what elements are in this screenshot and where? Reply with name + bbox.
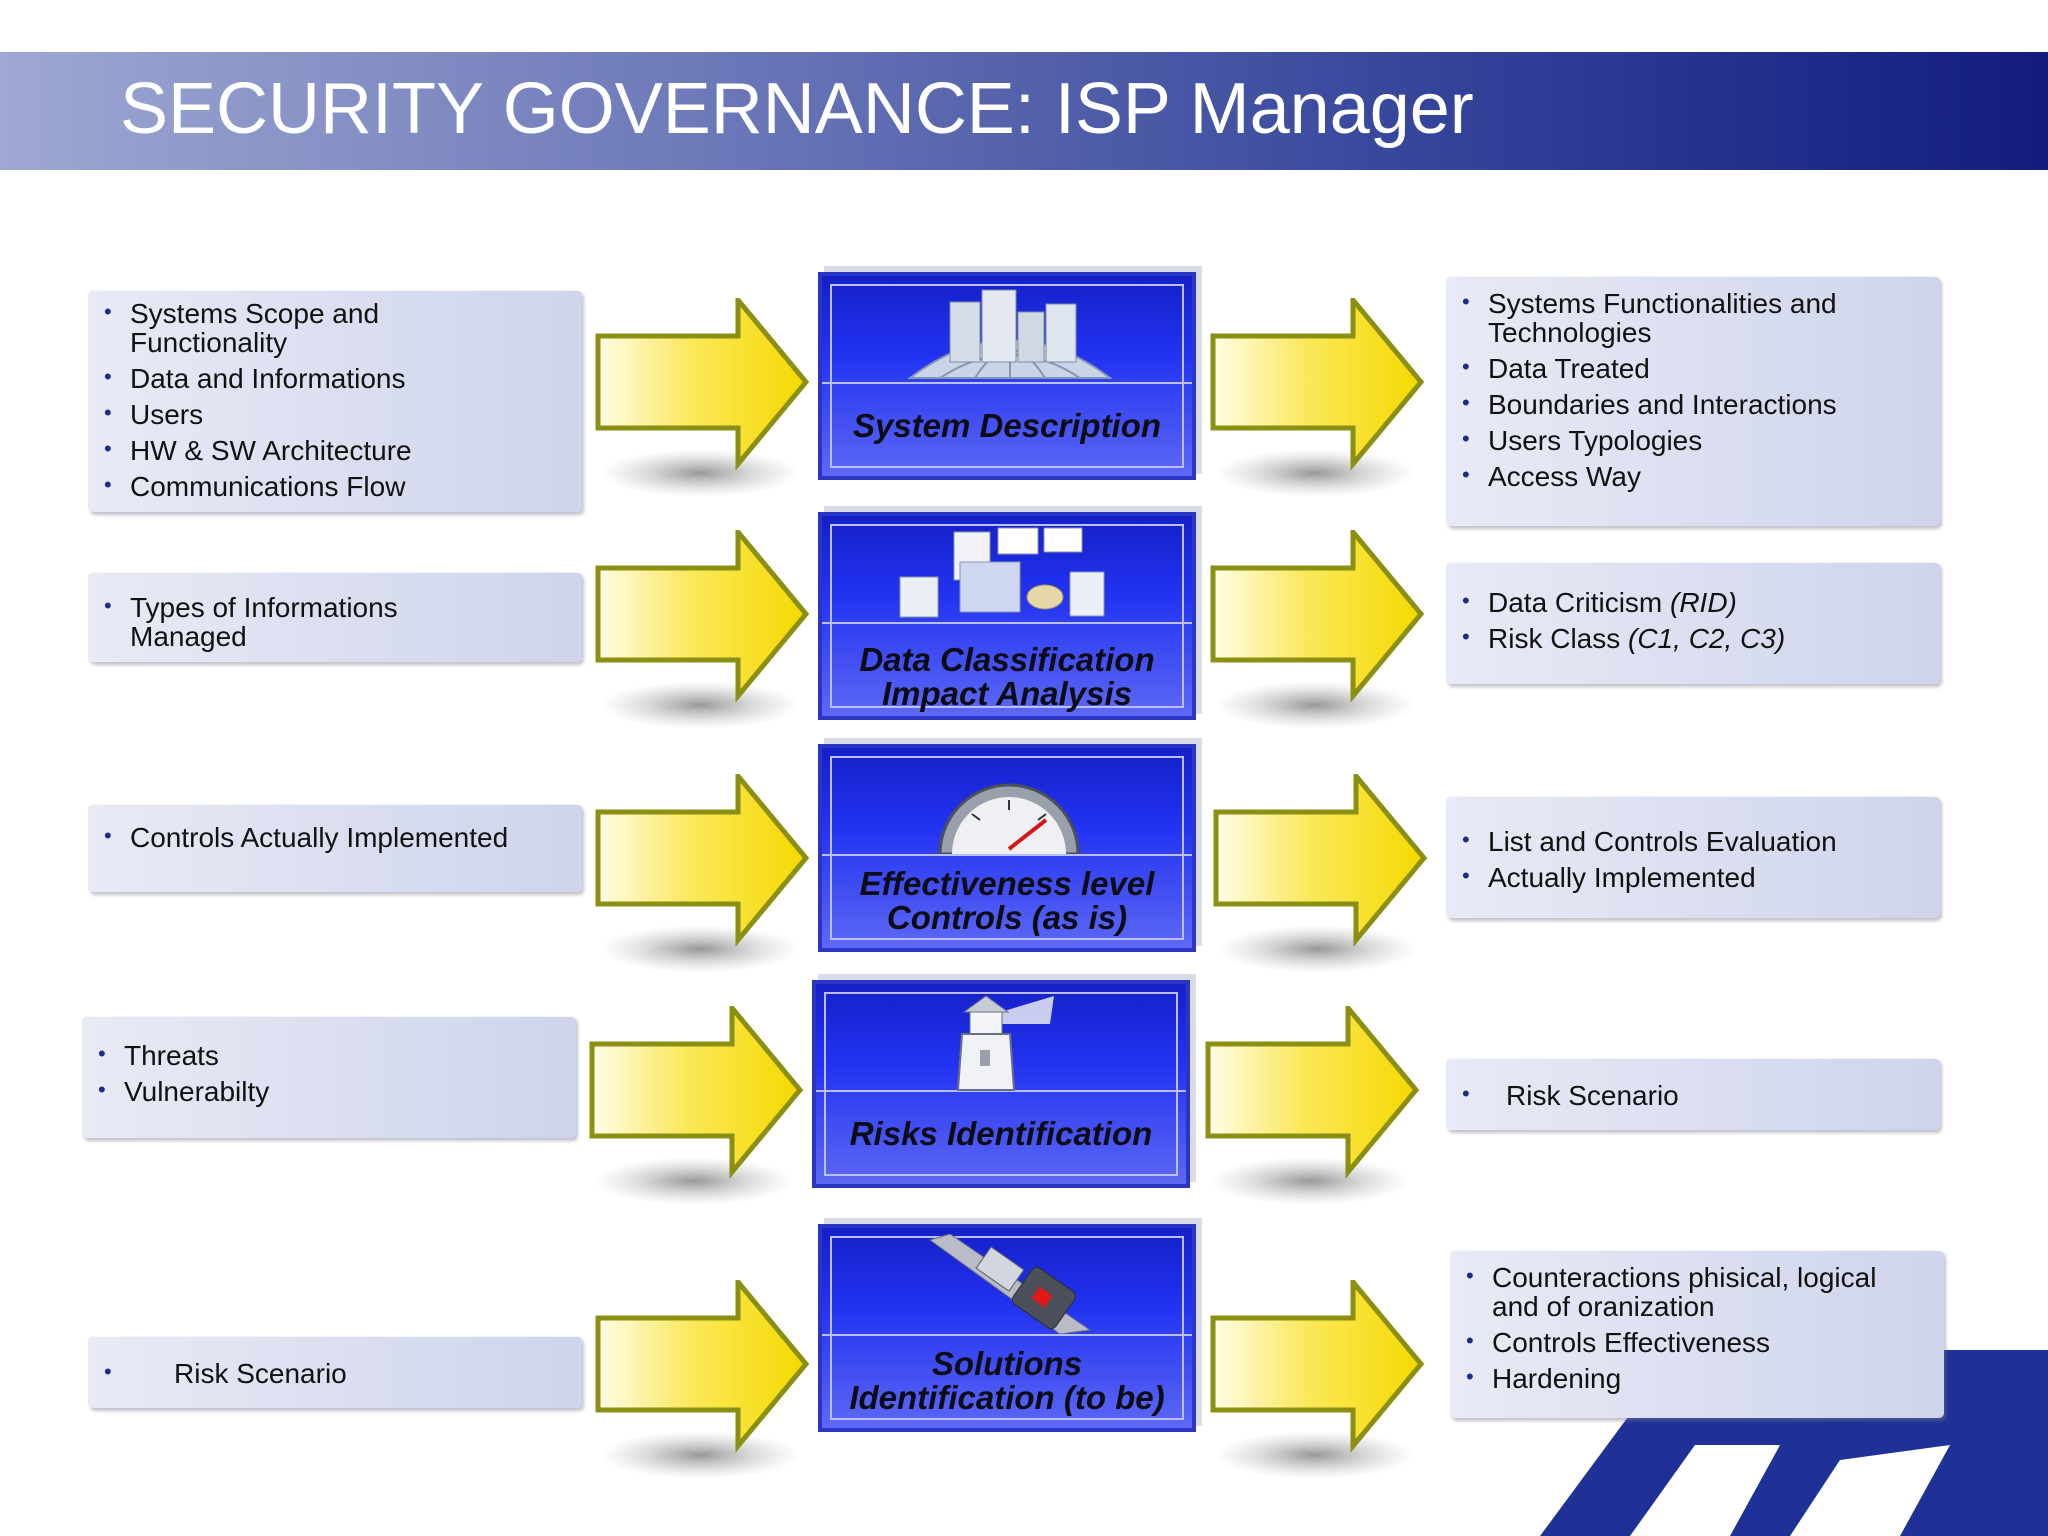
step-label: Effectiveness level: [859, 865, 1155, 902]
step-effectiveness-controls: Effectiveness level Controls (as is): [818, 744, 1196, 952]
arrow-right-icon: [1213, 774, 1428, 973]
output-box-2: Data Criticism (RID) Risk Class (C1, C2,…: [1446, 562, 1940, 684]
arrow-right-icon: [1205, 1006, 1420, 1205]
input-item: Vulnerabilty: [82, 1075, 576, 1106]
step-label: Risks Identification: [849, 1115, 1153, 1152]
step-label: Solutions: [931, 1345, 1083, 1382]
step-label: Controls (as is): [886, 899, 1128, 936]
input-box-2: Types of Informations Managed: [88, 572, 582, 662]
step-label: Identification (to be): [849, 1379, 1165, 1416]
title-bar: [0, 52, 2048, 170]
input-item: Users: [88, 398, 582, 429]
arrow-right-icon: [1210, 530, 1425, 729]
input-item: Data and Informations: [88, 362, 582, 393]
gauge-icon: [938, 783, 1080, 854]
output-box-3: List and Controls Evaluation Actually Im…: [1446, 796, 1940, 918]
seatbelt-icon: [928, 1234, 1092, 1334]
output-item: Data Treated: [1446, 352, 1940, 383]
step-data-classification: Data Classification Impact Analysis: [818, 512, 1196, 720]
output-box-1: Systems Functionalities and Technologies…: [1446, 276, 1940, 526]
input-box-3: Controls Actually Implemented: [88, 804, 582, 892]
output-item: Actually Implemented: [1446, 861, 1940, 892]
arrow-right-icon: [595, 774, 810, 973]
output-item: Boundaries and Interactions: [1446, 388, 1940, 419]
arrow-right-icon: [595, 298, 810, 497]
input-item: Systems Scope and Functionality: [88, 297, 390, 357]
input-item: Controls Actually Implemented: [88, 821, 582, 852]
output-item: Data Criticism (RID): [1446, 586, 1940, 617]
output-item: Users Typologies: [1446, 424, 1940, 455]
output-box-4: Risk Scenario: [1446, 1058, 1940, 1130]
arrow-right-icon: [595, 530, 810, 729]
input-box-1: Systems Scope and Functionality Data and…: [88, 290, 582, 512]
input-box-5: Risk Scenario: [88, 1336, 582, 1408]
step-solutions-identification: Solutions Identification (to be): [818, 1224, 1196, 1432]
arrow-right-icon: [1210, 1280, 1425, 1479]
output-item: Hardening: [1450, 1362, 1944, 1393]
lighthouse-icon: [956, 995, 1054, 1091]
step-label: Impact Analysis: [881, 675, 1133, 712]
input-item: HW & SW Architecture: [88, 434, 582, 465]
arrow-right-icon: [595, 1280, 810, 1479]
page-title: SECURITY GOVERNANCE: ISP Manager: [120, 69, 1474, 149]
city-globe-icon: [907, 289, 1113, 379]
output-item: Risk Class (C1, C2, C3): [1446, 622, 1940, 653]
input-box-4: Threats Vulnerabilty: [82, 1016, 576, 1138]
step-label: Data Classification: [859, 641, 1155, 678]
output-item: List and Controls Evaluation: [1446, 825, 1940, 856]
step-label: System Description: [852, 407, 1162, 444]
output-box-5: Counteractions phisical, logical and of …: [1450, 1250, 1944, 1418]
documents-icon: [899, 527, 1105, 618]
arrow-right-icon: [1210, 298, 1425, 497]
output-item: Controls Effectiveness: [1450, 1326, 1944, 1357]
input-item: Types of Informations Managed: [88, 591, 410, 651]
input-item: Threats: [82, 1039, 576, 1070]
input-item: Risk Scenario: [88, 1357, 582, 1388]
output-item: Risk Scenario: [1446, 1079, 1940, 1110]
step-system-description: System Description: [818, 272, 1196, 480]
input-item: Communications Flow: [88, 470, 582, 501]
arrow-right-icon: [589, 1006, 804, 1205]
output-item: Access Way: [1446, 460, 1940, 491]
output-item: Counteractions phisical, logical and of …: [1450, 1261, 1892, 1321]
output-item: Systems Functionalities and Technologies: [1446, 287, 1868, 347]
step-risks-identification: Risks Identification: [812, 980, 1190, 1188]
